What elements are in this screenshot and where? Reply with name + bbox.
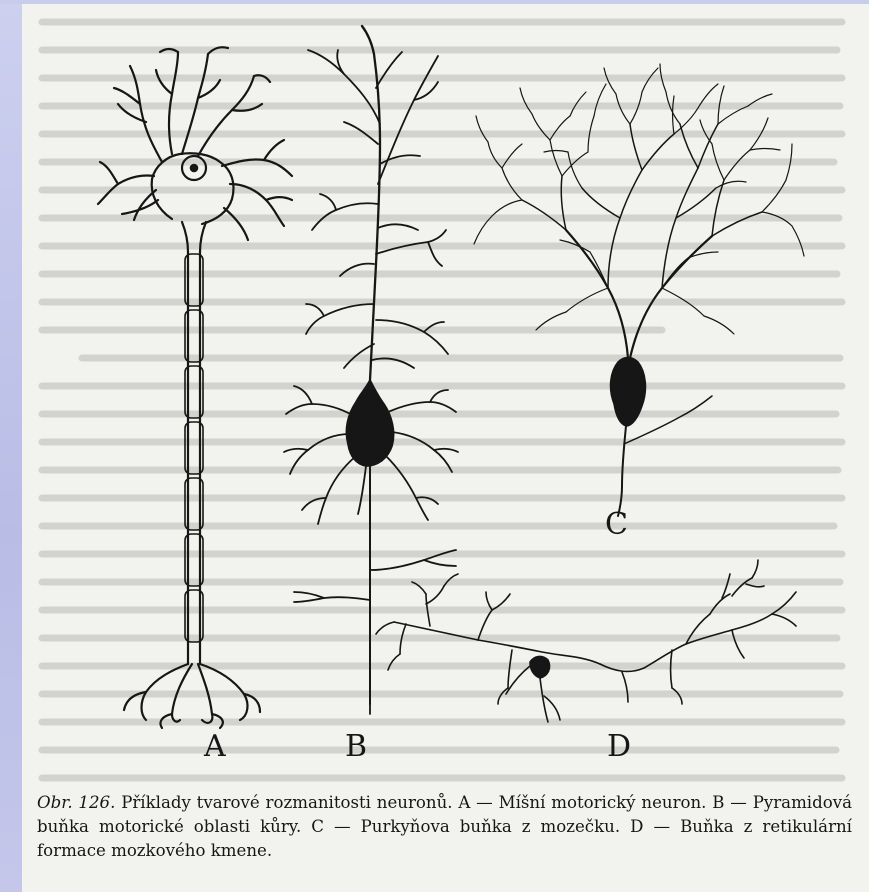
figure-label-c: C — [605, 510, 628, 540]
caption-label: Obr. 126. — [37, 793, 115, 812]
slide-left-border — [0, 0, 22, 892]
figure-caption: Obr. 126. Příklady tvarové rozmanitosti … — [37, 791, 852, 863]
neuron-d-drawing — [376, 560, 796, 722]
figure-label-d: D — [607, 732, 631, 762]
scanned-page: A B C D Obr. 126. Příklady tvarové rozma… — [22, 4, 869, 892]
figure-label-a: A — [204, 732, 226, 762]
figure-label-b: B — [345, 732, 367, 762]
neuron-figure: A B C D — [22, 4, 869, 784]
caption-text: Příklady tvarové rozmanitosti neuronů. A… — [37, 793, 852, 860]
neuron-b-drawing — [284, 26, 458, 714]
neuron-c-drawing — [474, 64, 804, 516]
neuron-a-drawing — [98, 47, 292, 728]
